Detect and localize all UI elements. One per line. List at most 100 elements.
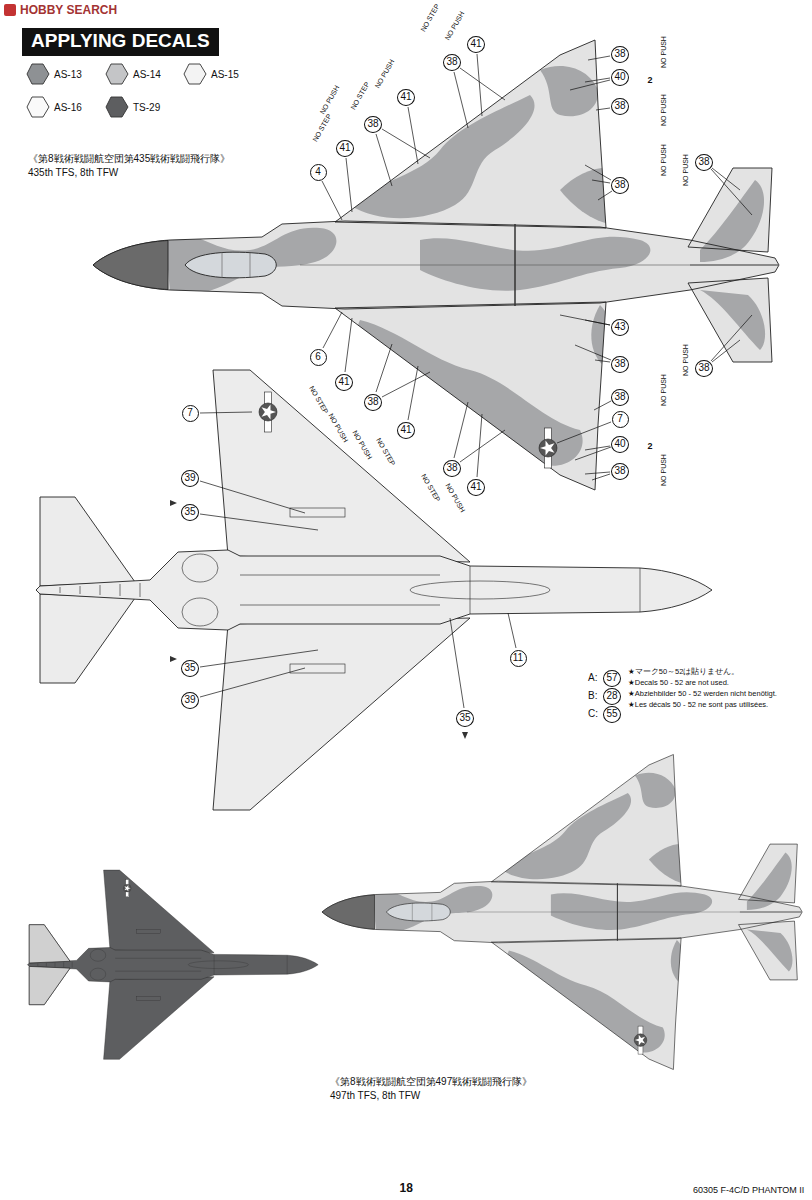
callout-text: 39 bbox=[184, 473, 195, 483]
callout-text: 38 bbox=[614, 180, 625, 190]
stencil-label: NO PUSH bbox=[660, 36, 668, 68]
callout-text: 57 bbox=[606, 673, 617, 683]
sheet-number: 2 bbox=[648, 441, 653, 451]
callout-number: 35 bbox=[181, 504, 199, 521]
callout-number: 41 bbox=[467, 36, 485, 53]
callout-text: 38 bbox=[614, 101, 625, 111]
swatch-hexagon bbox=[106, 97, 128, 117]
stencil-label: NO PUSH bbox=[660, 94, 668, 126]
legend-item: AS-16 bbox=[26, 96, 82, 118]
callout-number: 57 bbox=[603, 670, 621, 687]
callout-text: 38 bbox=[614, 49, 625, 59]
color-swatch bbox=[105, 96, 129, 118]
stencil-label: NO PUSH bbox=[660, 374, 668, 406]
scheme-letter: C: bbox=[588, 708, 598, 720]
callout-number: 41 bbox=[397, 422, 415, 439]
note-text: ★Decals 50 - 52 are not used. bbox=[628, 679, 729, 688]
legend-item: TS-29 bbox=[105, 96, 160, 118]
swatch-hexagon bbox=[27, 64, 49, 84]
callout-number: 38 bbox=[611, 356, 629, 373]
callout-number: 35 bbox=[456, 710, 474, 727]
color-swatch bbox=[26, 96, 50, 118]
stencil-label: NO PUSH bbox=[682, 344, 690, 376]
scheme-letter: A: bbox=[588, 672, 597, 684]
callout-number: 55 bbox=[603, 706, 621, 723]
legend-text: AS-15 bbox=[211, 69, 239, 80]
callout-number: 11 bbox=[510, 650, 527, 667]
legend-text: AS-13 bbox=[54, 69, 82, 80]
legend-text: AS-14 bbox=[133, 69, 161, 80]
callout-text: 38 bbox=[698, 157, 709, 167]
legend-item: AS-13 bbox=[26, 63, 82, 85]
title-text: APPLYING DECALS bbox=[31, 30, 210, 51]
callout-text: 41 bbox=[338, 377, 349, 387]
stencil-label: NO STEP bbox=[419, 473, 441, 504]
callout-number: 38 bbox=[611, 463, 629, 480]
stencil-label: NO PUSH bbox=[443, 10, 466, 42]
callout-number: 38 bbox=[611, 98, 629, 115]
callout-text: 38 bbox=[446, 57, 457, 67]
callout-number: 38 bbox=[695, 154, 713, 171]
stencil-label: NO PUSH bbox=[350, 429, 373, 461]
squadron-caption: 《第8戦術戦闘航空団第497戦術戦闘飛行隊》 bbox=[330, 1076, 532, 1088]
note-text: ★Abziehbilder 50 - 52 werden nicht benöt… bbox=[628, 690, 777, 699]
callout-text: 38 bbox=[367, 119, 378, 129]
color-swatch bbox=[183, 63, 207, 85]
callout-number: 40 bbox=[611, 436, 629, 453]
legend-item: AS-14 bbox=[105, 63, 161, 85]
callout-number: 38 bbox=[611, 389, 629, 406]
callout-text: 7 bbox=[187, 408, 193, 418]
callout-text: 41 bbox=[339, 143, 350, 153]
callout-number: 41 bbox=[335, 374, 353, 391]
stencil-label: NO PUSH bbox=[373, 58, 396, 90]
title-band: APPLYING DECALS bbox=[22, 28, 219, 56]
callout-number: 41 bbox=[336, 140, 354, 157]
sheet-number: 2 bbox=[648, 75, 653, 85]
callout-text: 43 bbox=[614, 322, 625, 332]
callout-number: 38 bbox=[364, 394, 382, 411]
stencil-label: NO PUSH bbox=[660, 454, 668, 486]
stencil-label: NO STEP bbox=[307, 385, 329, 416]
callout-text: 6 bbox=[315, 352, 321, 362]
callout-number: 38 bbox=[443, 460, 461, 477]
callout-number: 38 bbox=[364, 116, 382, 133]
stencil-label: NO STEP bbox=[311, 113, 333, 144]
callout-text: 39 bbox=[184, 695, 195, 705]
callout-text: 38 bbox=[446, 463, 457, 473]
callout-text: 38 bbox=[698, 363, 709, 373]
stencil-label: NO STEP bbox=[349, 81, 371, 112]
callout-text: 40 bbox=[614, 439, 625, 449]
callout-number: 39 bbox=[181, 470, 199, 487]
callout-text: 41 bbox=[400, 425, 411, 435]
callout-number: 28 bbox=[603, 688, 621, 705]
callout-text: 41 bbox=[400, 92, 411, 102]
watermark-logo: HOBBY SEARCH bbox=[20, 4, 117, 18]
callout-number: 7 bbox=[612, 411, 629, 428]
callout-number: 43 bbox=[611, 319, 629, 336]
callout-number: 4 bbox=[310, 164, 327, 181]
callout-number: 38 bbox=[443, 54, 461, 71]
squadron-caption: 497th TFS, 8th TFW bbox=[330, 1090, 420, 1102]
callout-text: 38 bbox=[367, 397, 378, 407]
callout-number: 38 bbox=[611, 177, 629, 194]
stencil-label: NO PUSH bbox=[318, 84, 341, 116]
callout-text: 4 bbox=[315, 167, 321, 177]
callout-text: 35 bbox=[459, 713, 470, 723]
stencil-label: NO STEP bbox=[374, 437, 396, 468]
callout-text: 35 bbox=[184, 663, 195, 673]
callout-text: 7 bbox=[617, 414, 623, 424]
legend-item: AS-15 bbox=[183, 63, 239, 85]
stencil-label: NO PUSH bbox=[326, 412, 349, 444]
callout-number: 35 bbox=[181, 660, 199, 677]
legend-text: TS-29 bbox=[133, 102, 160, 113]
color-swatch bbox=[26, 63, 50, 85]
note-text: ★マーク50～52は貼りません。 bbox=[628, 668, 739, 677]
swatch-hexagon bbox=[27, 97, 49, 117]
scheme-letter: B: bbox=[588, 690, 597, 702]
note-text: ★Les décals 50 - 52 ne sont pas utilisée… bbox=[628, 701, 768, 710]
callout-number: 40 bbox=[611, 69, 629, 86]
callout-number: 7 bbox=[182, 405, 199, 422]
